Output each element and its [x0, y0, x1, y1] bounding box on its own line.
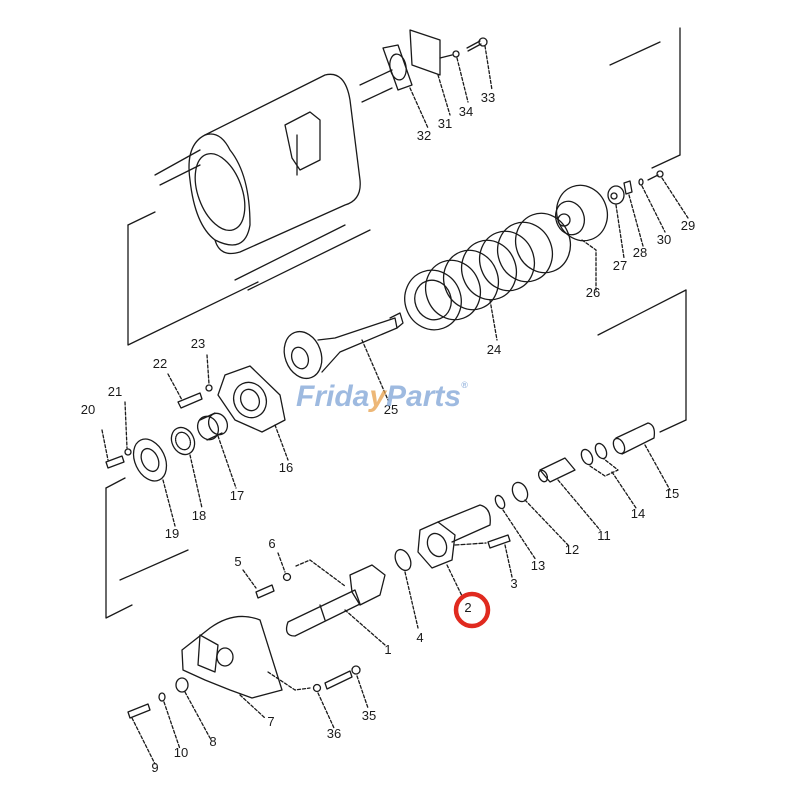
part-label-18: 18: [192, 508, 206, 523]
part-label-20: 20: [81, 402, 95, 417]
part-17-bushing: [196, 412, 237, 489]
part-31-cover: [409, 29, 453, 76]
group-bracket-lower: [105, 289, 687, 619]
part-21-washer: [124, 401, 132, 456]
part-label-15: 15: [665, 486, 679, 501]
part-label-29: 29: [681, 218, 695, 233]
part-1-shaft: [285, 559, 386, 646]
cylinder-body: [154, 69, 393, 291]
part-34-washer: [452, 50, 460, 58]
part-label-23: 23: [191, 336, 205, 351]
part-label-12: 12: [565, 542, 579, 557]
part-8-plate: [175, 677, 211, 739]
part-label-11: 11: [597, 528, 611, 543]
part-label-36: 36: [327, 726, 341, 741]
part-16-housing: [217, 365, 289, 461]
highlight-circle: [453, 591, 491, 629]
part-11-valve: [537, 457, 601, 531]
part-23-washer: [205, 354, 213, 392]
watermark-check-icon: y: [369, 380, 387, 413]
part-label-6: 6: [268, 536, 275, 551]
group-bracket-upper: [127, 27, 681, 346]
part-label-2: 2: [464, 600, 471, 615]
part-label-4: 4: [416, 630, 423, 645]
part-label-21: 21: [108, 384, 122, 399]
part-22-bolt: [167, 373, 203, 409]
part-label-31: 31: [438, 116, 452, 131]
part-label-8: 8: [209, 734, 216, 749]
part-label-30: 30: [657, 232, 671, 247]
part-label-28: 28: [633, 245, 647, 260]
watermark-text-right: Parts: [386, 380, 462, 413]
part-label-5: 5: [234, 554, 241, 569]
part-label-32: 32: [417, 128, 431, 143]
part-5-bolt: [242, 569, 275, 599]
part-32-gasket: [382, 44, 413, 91]
part-12-retainer: [511, 481, 569, 546]
part-label-14: 14: [631, 506, 645, 521]
part-label-22: 22: [153, 356, 167, 371]
watermark-logo: FridayParts®: [296, 380, 468, 414]
part-label-9: 9: [151, 760, 158, 775]
part-label-33: 33: [481, 90, 495, 105]
part-label-24: 24: [487, 342, 501, 357]
part-4-oring: [394, 548, 419, 629]
leader-lines-upper: [409, 45, 493, 129]
part-15-sleeve: [612, 422, 671, 491]
part-33-bolt: [466, 37, 488, 52]
part-label-1: 1: [384, 642, 391, 657]
part-19-plate: [132, 438, 176, 527]
part-label-7: 7: [267, 714, 274, 729]
part-36-washer: [312, 683, 335, 729]
part-30-washer: [638, 178, 644, 186]
part-35-bolt: [324, 665, 369, 709]
part-27-nut: [607, 185, 625, 205]
part-25-rod: [283, 312, 404, 401]
part-label-13: 13: [531, 558, 545, 573]
part-24-spring: [404, 212, 572, 341]
part-label-3: 3: [510, 576, 517, 591]
part-26-piston: [554, 184, 609, 291]
leader-lines-27-30: [615, 177, 689, 259]
part-label-17: 17: [230, 488, 244, 503]
part-20-bolt: [101, 429, 125, 469]
part-2-nut: [417, 504, 491, 599]
watermark-text-left: Frida: [296, 380, 370, 413]
part-9-bolt: [127, 703, 156, 765]
part-18-bearing: [170, 426, 203, 509]
part-29-bolt: [647, 170, 664, 181]
part-label-19: 19: [165, 526, 179, 541]
part-6-washer: [277, 552, 292, 582]
part-label-10: 10: [174, 745, 188, 760]
part-3-fitting: [454, 534, 513, 578]
part-label-16: 16: [279, 460, 293, 475]
part-10-washer: [158, 692, 181, 750]
part-label-34: 34: [459, 104, 473, 119]
part-label-26: 26: [586, 285, 600, 300]
part-label-25: 25: [384, 402, 398, 417]
part-7-yoke: [181, 615, 311, 719]
part-13-ring: [494, 494, 537, 561]
part-28-lock: [623, 180, 633, 195]
registered-mark: ®: [461, 380, 468, 390]
part-label-35: 35: [362, 708, 376, 723]
part-label-27: 27: [613, 258, 627, 273]
part-14-seals: [580, 442, 637, 509]
